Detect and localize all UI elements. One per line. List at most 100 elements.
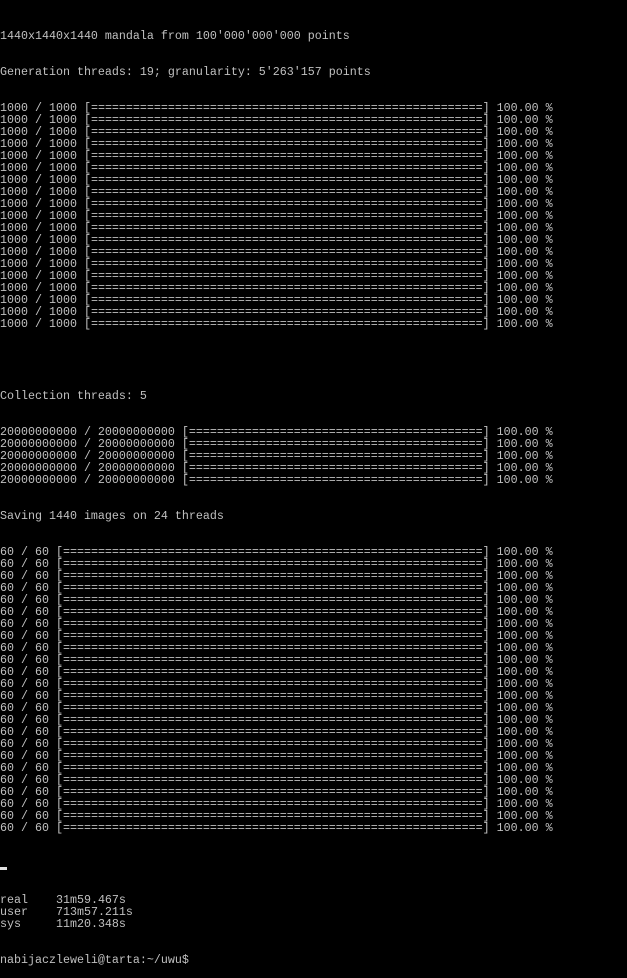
progress-row: 1000 / 1000 [===========================… bbox=[0, 306, 553, 318]
progress-percent: 100.00 % bbox=[489, 449, 553, 463]
progress-percent: 100.00 % bbox=[489, 473, 553, 487]
progress-row: 1000 / 1000 [===========================… bbox=[0, 294, 553, 306]
progress-bar: [=======================================… bbox=[83, 281, 490, 295]
progress-count: 60 / 60 bbox=[0, 593, 56, 607]
progress-count: 60 / 60 bbox=[0, 641, 56, 655]
progress-count: 60 / 60 bbox=[0, 581, 56, 595]
progress-row: 60 / 60 [===============================… bbox=[0, 570, 553, 582]
progress-percent: 100.00 % bbox=[489, 461, 553, 475]
progress-row: 60 / 60 [===============================… bbox=[0, 618, 553, 630]
progress-row: 1000 / 1000 [===========================… bbox=[0, 282, 553, 294]
progress-row: 20000000000 / 20000000000 [=============… bbox=[0, 450, 553, 462]
progress-row: 60 / 60 [===============================… bbox=[0, 678, 553, 690]
progress-row: 20000000000 / 20000000000 [=============… bbox=[0, 438, 553, 450]
progress-percent: 100.00 % bbox=[489, 197, 553, 211]
progress-percent: 100.00 % bbox=[489, 269, 553, 283]
terminal-output[interactable]: 1440x1440x1440 mandala from 100'000'000'… bbox=[0, 6, 553, 978]
progress-bar: [=======================================… bbox=[55, 665, 490, 679]
progress-bar: [=======================================… bbox=[83, 245, 490, 259]
progress-count: 1000 / 1000 bbox=[0, 281, 84, 295]
progress-bar: [=======================================… bbox=[55, 545, 490, 559]
collection-progress-list: 20000000000 / 20000000000 [=============… bbox=[0, 426, 553, 486]
progress-count: 1000 / 1000 bbox=[0, 113, 84, 127]
progress-row: 60 / 60 [===============================… bbox=[0, 594, 553, 606]
progress-row: 60 / 60 [===============================… bbox=[0, 642, 553, 654]
progress-bar: [=======================================… bbox=[181, 461, 490, 475]
progress-percent: 100.00 % bbox=[489, 113, 553, 127]
progress-bar: [=======================================… bbox=[83, 149, 490, 163]
progress-bar: [=======================================… bbox=[83, 197, 490, 211]
progress-count: 1000 / 1000 bbox=[0, 209, 84, 223]
progress-percent: 100.00 % bbox=[489, 581, 553, 595]
progress-row: 1000 / 1000 [===========================… bbox=[0, 126, 553, 138]
progress-row: 20000000000 / 20000000000 [=============… bbox=[0, 474, 553, 486]
progress-count: 1000 / 1000 bbox=[0, 257, 84, 271]
progress-row: 60 / 60 [===============================… bbox=[0, 822, 553, 834]
title-line: 1440x1440x1440 mandala from 100'000'000'… bbox=[0, 29, 350, 43]
progress-row: 1000 / 1000 [===========================… bbox=[0, 174, 553, 186]
progress-bar: [=======================================… bbox=[83, 161, 490, 175]
progress-bar: [=======================================… bbox=[55, 677, 490, 691]
progress-bar: [=======================================… bbox=[83, 101, 490, 115]
progress-row: 1000 / 1000 [===========================… bbox=[0, 114, 553, 126]
progress-percent: 100.00 % bbox=[489, 629, 553, 643]
progress-count: 1000 / 1000 bbox=[0, 161, 84, 175]
progress-count: 1000 / 1000 bbox=[0, 245, 84, 259]
progress-percent: 100.00 % bbox=[489, 161, 553, 175]
progress-percent: 100.00 % bbox=[489, 665, 553, 679]
progress-count: 60 / 60 bbox=[0, 653, 56, 667]
progress-bar: [=======================================… bbox=[83, 125, 490, 139]
progress-count: 60 / 60 bbox=[0, 629, 56, 643]
progress-bar: [=======================================… bbox=[55, 569, 490, 583]
progress-bar: [=======================================… bbox=[83, 209, 490, 223]
progress-bar: [=======================================… bbox=[83, 113, 490, 127]
progress-count: 1000 / 1000 bbox=[0, 101, 84, 115]
progress-row: 1000 / 1000 [===========================… bbox=[0, 150, 553, 162]
generation-progress-list: 1000 / 1000 [===========================… bbox=[0, 102, 553, 330]
progress-bar: [=======================================… bbox=[83, 221, 490, 235]
progress-row: 1000 / 1000 [===========================… bbox=[0, 258, 553, 270]
progress-percent: 100.00 % bbox=[489, 257, 553, 271]
progress-percent: 100.00 % bbox=[489, 233, 553, 247]
timing-value: 11m20.348s bbox=[55, 917, 126, 931]
generation-threads-line: Generation threads: 19; granularity: 5'2… bbox=[0, 65, 371, 79]
progress-count: 60 / 60 bbox=[0, 545, 56, 559]
progress-bar: [=======================================… bbox=[181, 449, 490, 463]
progress-bar: [=======================================… bbox=[181, 473, 490, 487]
progress-row: 1000 / 1000 [===========================… bbox=[0, 318, 553, 330]
progress-count: 20000000000 / 20000000000 bbox=[0, 437, 182, 451]
progress-row: 1000 / 1000 [===========================… bbox=[0, 102, 553, 114]
progress-row: 20000000000 / 20000000000 [=============… bbox=[0, 426, 553, 438]
progress-count: 60 / 60 bbox=[0, 605, 56, 619]
progress-count: 20000000000 / 20000000000 bbox=[0, 461, 182, 475]
progress-bar: [=======================================… bbox=[83, 173, 490, 187]
progress-count: 1000 / 1000 bbox=[0, 221, 84, 235]
progress-bar: [=======================================… bbox=[55, 821, 490, 835]
progress-percent: 100.00 % bbox=[489, 173, 553, 187]
progress-percent: 100.00 % bbox=[489, 293, 553, 307]
progress-percent: 100.00 % bbox=[489, 821, 553, 835]
progress-row: 60 / 60 [===============================… bbox=[0, 546, 553, 558]
progress-bar: [=======================================… bbox=[55, 641, 490, 655]
progress-row: 20000000000 / 20000000000 [=============… bbox=[0, 462, 553, 474]
progress-row: 60 / 60 [===============================… bbox=[0, 558, 553, 570]
progress-bar: [=======================================… bbox=[55, 629, 490, 643]
timing-label: sys bbox=[0, 917, 56, 931]
progress-count: 1000 / 1000 bbox=[0, 173, 84, 187]
progress-bar: [=======================================… bbox=[83, 269, 490, 283]
progress-row: 60 / 60 [===============================… bbox=[0, 630, 553, 642]
progress-count: 1000 / 1000 bbox=[0, 305, 84, 319]
progress-bar: [=======================================… bbox=[55, 653, 490, 667]
progress-count: 1000 / 1000 bbox=[0, 125, 84, 139]
progress-percent: 100.00 % bbox=[489, 305, 553, 319]
progress-bar: [=======================================… bbox=[83, 305, 490, 319]
progress-percent: 100.00 % bbox=[489, 569, 553, 583]
shell-prompt[interactable]: nabijaczleweli@tarta:~/uwu$ bbox=[0, 953, 189, 967]
progress-row: 60 / 60 [===============================… bbox=[0, 582, 553, 594]
progress-row: 1000 / 1000 [===========================… bbox=[0, 210, 553, 222]
progress-bar: [=======================================… bbox=[83, 233, 490, 247]
progress-bar: [=======================================… bbox=[55, 617, 490, 631]
progress-row: 1000 / 1000 [===========================… bbox=[0, 198, 553, 210]
progress-bar: [=======================================… bbox=[55, 593, 490, 607]
progress-percent: 100.00 % bbox=[489, 653, 553, 667]
